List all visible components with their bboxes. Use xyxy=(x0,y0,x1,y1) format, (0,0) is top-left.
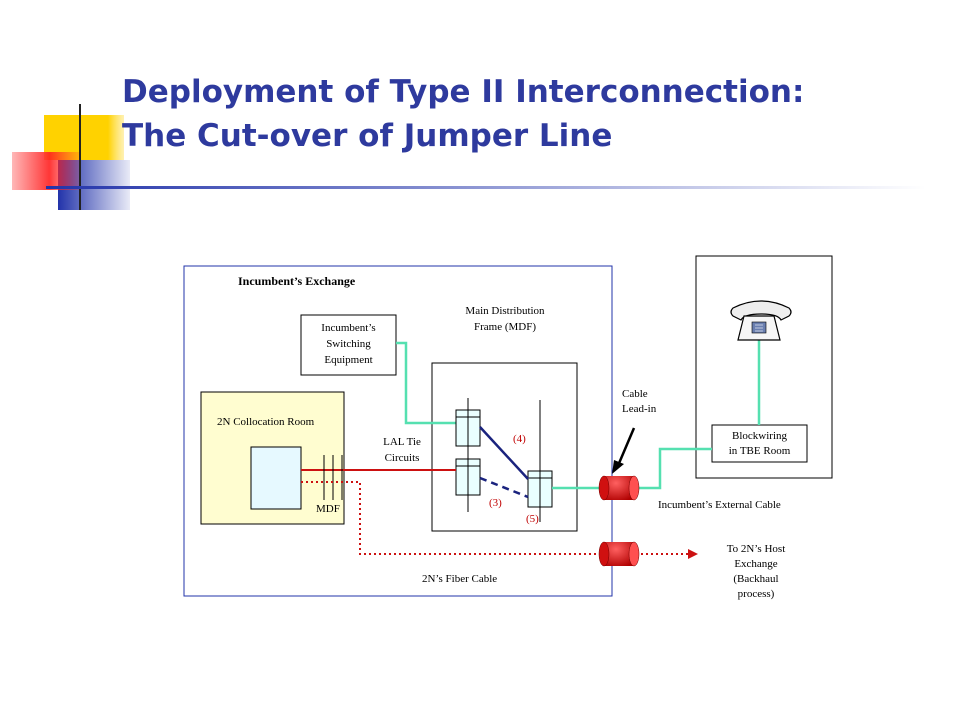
fiber-cable-label: 2N’s Fiber Cable xyxy=(422,573,498,585)
mdf-label: Main Distribution Frame (MDF) xyxy=(440,303,570,335)
step-3-label: (3) xyxy=(489,497,502,509)
leadin-label-line-1: Cable xyxy=(622,388,648,400)
leadin-arrow-line xyxy=(615,427,636,469)
mdf-label-line-1: Main Distribution xyxy=(465,305,545,317)
switching-label-line-2: Switching xyxy=(326,338,371,350)
cable-leadin-label: Cable Lead-in xyxy=(622,387,656,417)
mdf-frame-box xyxy=(431,362,578,532)
mdf-block-right xyxy=(527,470,553,508)
fiber-arrow-head xyxy=(688,549,698,559)
lal-label-line-2: Circuits xyxy=(384,452,420,464)
mdf-label-line-2: Frame (MDF) xyxy=(473,321,537,333)
collocation-room-label: 2N Collocation Room xyxy=(217,416,315,428)
telephone-icon xyxy=(730,300,792,341)
external-cable-line xyxy=(636,447,712,490)
fiber-cable-cylinder xyxy=(598,541,640,567)
switching-equipment-label: Incumbent’s Switching Equipment xyxy=(301,320,396,368)
external-cable-label: Incumbent’s External Cable xyxy=(658,499,781,511)
slide-title: Deployment of Type II Interconnection: T… xyxy=(122,70,942,158)
host-exchange-label: To 2N’s Host Exchange (Backhaul process) xyxy=(706,542,806,602)
title-line-2: The Cut-over of Jumper Line xyxy=(122,118,613,154)
mdf-block-lower xyxy=(455,458,481,496)
title-rule xyxy=(46,186,926,189)
blockwiring-label-line-2: in TBE Room xyxy=(728,445,791,457)
blockwiring-label: Blockwiring in TBE Room xyxy=(712,429,807,459)
exchange-label: Incumbent’s Exchange xyxy=(238,274,356,288)
host-label-line-4: process) xyxy=(737,588,775,600)
jumper-3-line xyxy=(479,476,529,499)
switching-jumper-line xyxy=(396,341,456,425)
collocation-equipment xyxy=(250,446,302,510)
switching-label-line-1: Incumbent’s xyxy=(321,322,376,334)
leadin-label-line-2: Lead-in xyxy=(622,403,657,415)
step-4-label: (4) xyxy=(513,433,526,445)
lal-tie-label: LAL Tie Circuits xyxy=(370,434,434,466)
blockwiring-box xyxy=(711,424,808,463)
corner-ornament xyxy=(12,104,926,210)
lal-label-line-1: LAL Tie xyxy=(383,436,421,448)
switching-equipment-box xyxy=(300,314,397,376)
blockwiring-label-line-1: Blockwiring xyxy=(732,430,787,442)
mdf-block-upper xyxy=(455,409,481,447)
switching-label-line-3: Equipment xyxy=(324,354,373,366)
step-5-label: (5) xyxy=(526,513,539,525)
host-label-line-2: Exchange xyxy=(734,558,778,570)
cable-leadin-cylinder xyxy=(598,475,640,501)
jumper-4-line xyxy=(479,426,529,480)
host-label-line-1: To 2N’s Host xyxy=(726,543,786,555)
fiber-cable-line xyxy=(301,481,600,555)
collocation-mdf-label: MDF xyxy=(316,503,340,515)
tbe-room-box xyxy=(695,255,833,479)
leadin-arrow-head xyxy=(612,460,624,474)
host-label-line-3: (Backhaul xyxy=(733,573,779,585)
title-line-1: Deployment of Type II Interconnection: xyxy=(122,74,805,110)
ornament-red-block xyxy=(12,152,80,190)
exchange-box xyxy=(183,265,613,597)
